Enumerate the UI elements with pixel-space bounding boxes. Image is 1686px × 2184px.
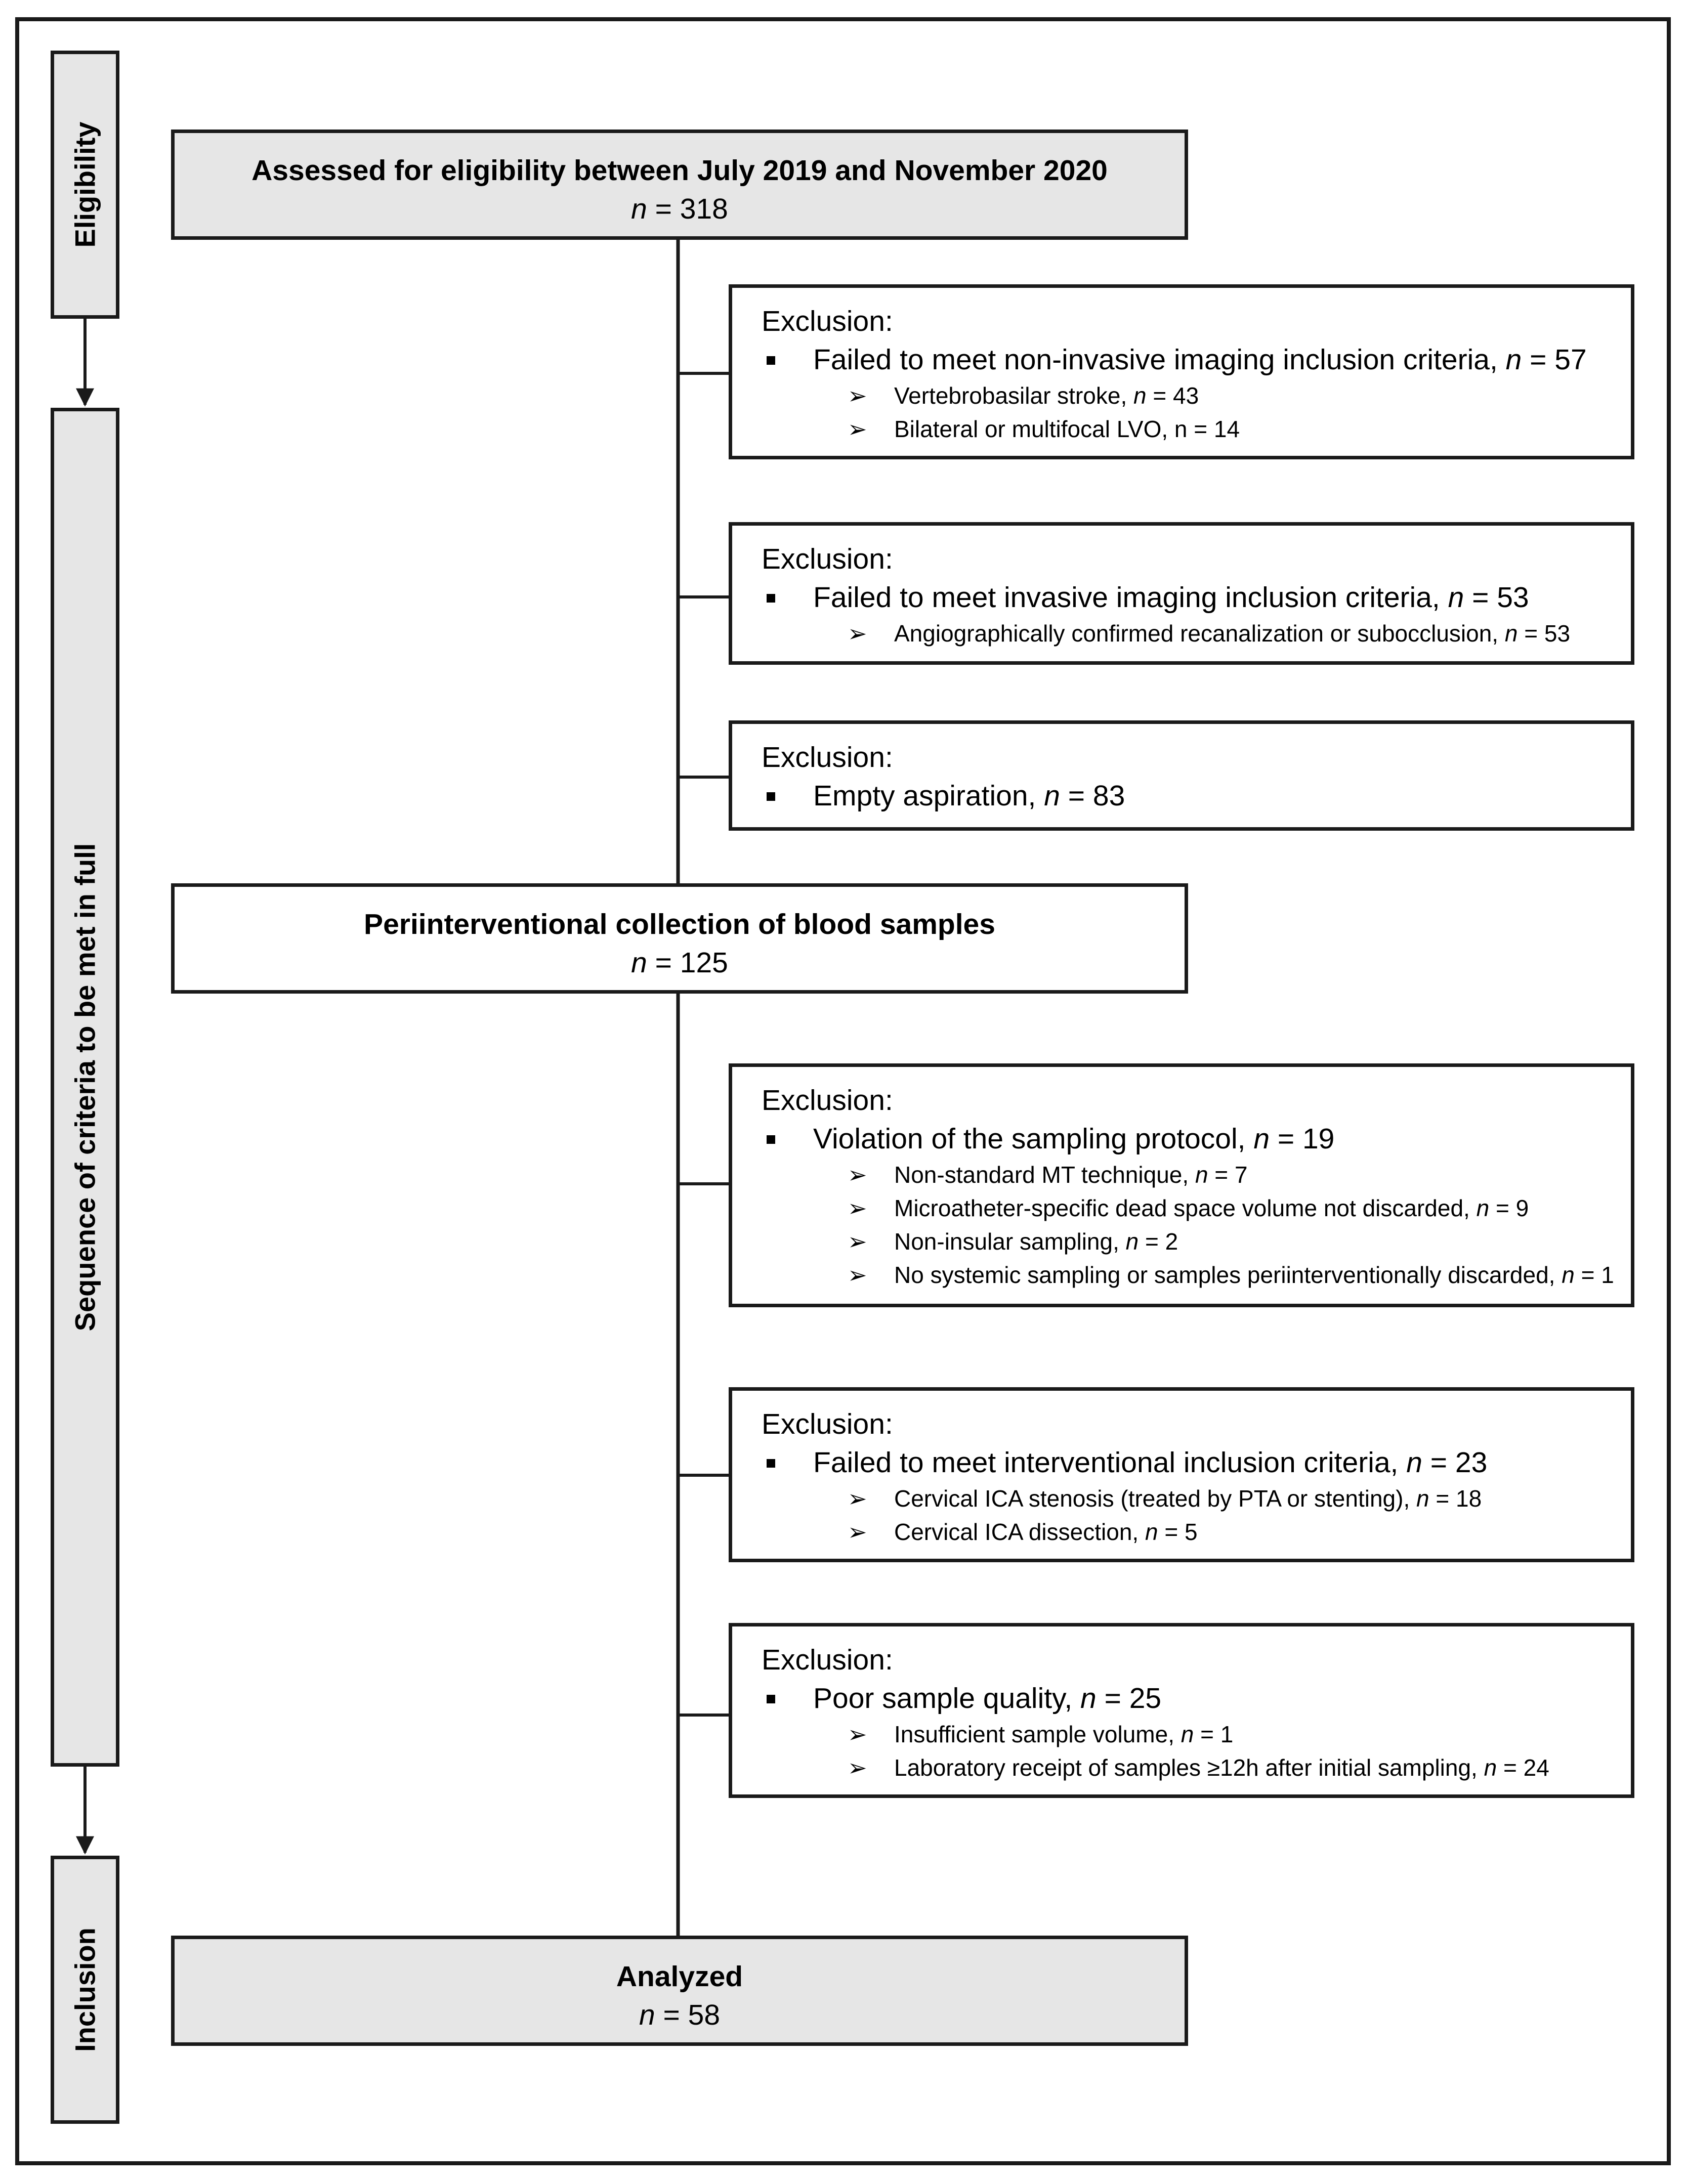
exclusion-reason: Poor sample quality, n = 25 [762, 1679, 1631, 1718]
arrowhead-bullet-icon: ➢ [848, 1721, 867, 1747]
arrowhead-bullet-icon: ➢ [848, 1485, 867, 1512]
arrowhead-bullet-icon: ➢ [848, 382, 867, 409]
assessed-box: Assessed for eligibility between July 20… [171, 130, 1188, 240]
collection-box: Periinterventional collection of blood s… [171, 883, 1188, 994]
arrowhead-bullet-icon: ➢ [848, 1195, 867, 1221]
analyzed-count: n = 58 [639, 1999, 721, 2031]
arrowhead-bullet-icon: ➢ [848, 1754, 867, 1781]
exclusion-heading: Exclusion: [762, 741, 893, 774]
exclusion-reason: Failed to meet invasive imaging inclusio… [762, 578, 1631, 617]
arrowhead-bullet-icon: ➢ [848, 1262, 867, 1288]
phase-eligibility: Eligibility [51, 51, 119, 319]
exclusion-detail: ➢No systemic sampling or samples periint… [762, 1258, 1631, 1292]
exclusion-detail: ➢Cervical ICA stenosis (treated by PTA o… [762, 1482, 1631, 1515]
arrowhead-bullet-icon: ➢ [848, 416, 867, 442]
arrowhead-bullet-icon: ➢ [848, 1162, 867, 1188]
exclusion-reason: Empty aspiration, n = 83 [762, 777, 1631, 815]
exclusion-detail: ➢Laboratory receipt of samples ≥12h afte… [762, 1751, 1631, 1784]
exclusion-reason: Violation of the sampling protocol, n = … [762, 1120, 1631, 1158]
exclusion-box-1: Exclusion: Failed to meet non-invasive i… [729, 284, 1634, 459]
arrowhead-bullet-icon: ➢ [848, 1519, 867, 1545]
exclusion-detail: ➢Non-standard MT technique, n = 7 [762, 1158, 1631, 1191]
arrowhead-bullet-icon: ➢ [848, 620, 867, 647]
exclusion-heading: Exclusion: [762, 1084, 893, 1117]
analyzed-title: Analyzed [616, 1960, 743, 1993]
exclusion-reason: Failed to meet interventional inclusion … [762, 1443, 1631, 1482]
exclusion-box-4: Exclusion: Violation of the sampling pro… [729, 1063, 1634, 1307]
exclusion-detail: ➢Angiographically confirmed recanalizati… [762, 617, 1631, 650]
phase-eligibility-label: Eligibility [69, 121, 101, 248]
assessed-count: n = 318 [631, 193, 728, 225]
exclusion-detail: ➢Non-insular sampling, n = 2 [762, 1225, 1631, 1258]
collection-count: n = 125 [631, 947, 728, 979]
phase-sequence-label: Sequence of criteria to be met in full [69, 843, 101, 1332]
exclusion-detail: ➢Insufficient sample volume, n = 1 [762, 1718, 1631, 1751]
exclusion-heading: Exclusion: [762, 1644, 893, 1676]
exclusion-box-5: Exclusion: Failed to meet interventional… [729, 1387, 1634, 1562]
exclusion-box-3: Exclusion: Empty aspiration, n = 83 [729, 720, 1634, 831]
figure-frame [15, 17, 1671, 2165]
phase-sequence: Sequence of criteria to be met in full [51, 408, 119, 1767]
exclusion-detail: ➢Bilateral or multifocal LVO, n = 14 [762, 412, 1631, 446]
exclusion-box-2: Exclusion: Failed to meet invasive imagi… [729, 522, 1634, 665]
collection-title: Periinterventional collection of blood s… [364, 908, 995, 940]
exclusion-detail: ➢Cervical ICA dissection, n = 5 [762, 1515, 1631, 1549]
exclusion-heading: Exclusion: [762, 305, 893, 337]
exclusion-detail: ➢Vertebrobasilar stroke, n = 43 [762, 379, 1631, 412]
phase-inclusion-label: Inclusion [69, 1928, 101, 2052]
assessed-title: Assessed for eligibility between July 20… [251, 154, 1108, 187]
exclusion-heading: Exclusion: [762, 543, 893, 575]
exclusion-reason: Failed to meet non-invasive imaging incl… [762, 340, 1631, 379]
exclusion-detail: ➢Microatheter-specific dead space volume… [762, 1191, 1631, 1225]
exclusion-box-6: Exclusion: Poor sample quality, n = 25 ➢… [729, 1623, 1634, 1798]
analyzed-box: Analyzed n = 58 [171, 1936, 1188, 2046]
phase-inclusion: Inclusion [51, 1856, 119, 2124]
exclusion-heading: Exclusion: [762, 1408, 893, 1440]
arrowhead-bullet-icon: ➢ [848, 1228, 867, 1255]
